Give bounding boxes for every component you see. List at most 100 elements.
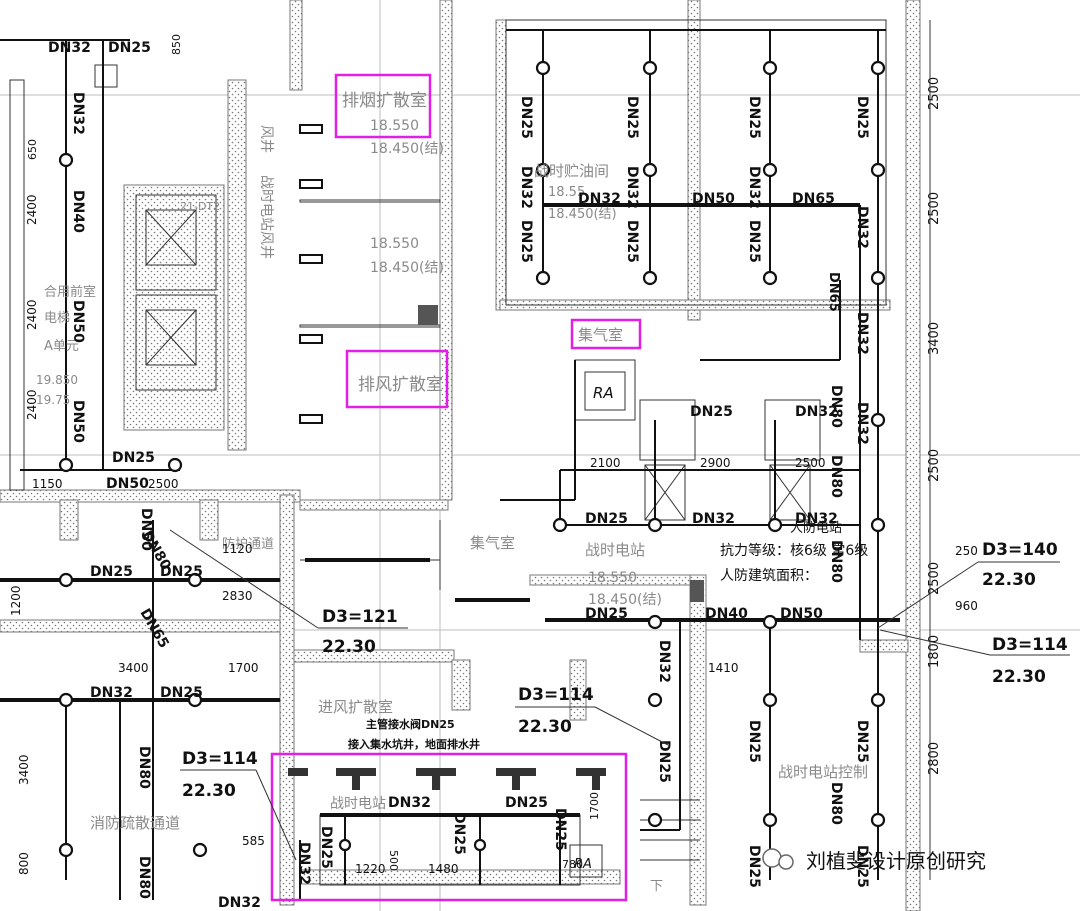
dim-label: 2400 bbox=[25, 194, 39, 225]
dim-label: 2500 bbox=[927, 562, 942, 595]
riser bbox=[167, 457, 183, 473]
dim-label: 250 bbox=[955, 544, 978, 558]
watermark: 刘植斐设计原创研究 bbox=[762, 848, 986, 873]
riser bbox=[535, 162, 551, 178]
riser bbox=[762, 270, 778, 286]
riser bbox=[870, 162, 886, 178]
riser bbox=[870, 60, 886, 76]
riser bbox=[647, 614, 663, 630]
pipe-label: DN25 bbox=[518, 96, 534, 139]
pipe-label: DN25 bbox=[854, 96, 870, 139]
pipe-label: DN32 bbox=[90, 685, 133, 701]
pipe-label: DN80 bbox=[828, 540, 844, 583]
drain-note: 主管接水阀DN25 接入集水坑井，地面排水井 bbox=[348, 717, 480, 751]
fresh-air-stubs bbox=[288, 768, 606, 790]
dim-label: 2100 bbox=[590, 456, 621, 470]
pipe-label: DN32 bbox=[795, 404, 838, 420]
pipe-label: DN32 bbox=[578, 191, 621, 207]
riser bbox=[870, 692, 886, 708]
callout-elev: 22.30 bbox=[322, 637, 376, 657]
riser bbox=[535, 270, 551, 286]
callout-d3: D3=140 bbox=[982, 540, 1058, 560]
riser bbox=[58, 692, 74, 708]
dim-label: 2500 bbox=[795, 456, 826, 470]
callout-elev: 22.30 bbox=[182, 781, 236, 801]
dim-label: 2500 bbox=[927, 449, 942, 482]
note-line-1: 主管接水阀DN25 bbox=[366, 717, 455, 731]
riser bbox=[642, 60, 658, 76]
elevator-shafts bbox=[135, 194, 217, 391]
elevator-label-3: 电梯 bbox=[44, 311, 70, 326]
pipe-label: DN25 bbox=[585, 606, 628, 622]
callout-d3: D3=114 bbox=[182, 749, 258, 769]
pipe-label: DN32 bbox=[48, 40, 91, 56]
dim-label: 3400 bbox=[17, 754, 31, 785]
pipe-label: DN65 bbox=[792, 191, 835, 207]
ra-label-bottom: RA bbox=[574, 857, 592, 872]
dim-label: 3400 bbox=[927, 322, 942, 355]
pipe-label: DN25 bbox=[160, 685, 203, 701]
dim-label: 2500 bbox=[927, 192, 942, 225]
elevator-label-1: 21-DT2 bbox=[180, 200, 220, 213]
ra-equipment: RA RA bbox=[569, 371, 626, 878]
room-war-power-station: 战时电站 bbox=[585, 541, 645, 559]
pipe-label: DN80 bbox=[828, 385, 844, 428]
pipe-label: DN25 bbox=[746, 220, 762, 263]
dim-label: 2400 bbox=[25, 389, 39, 420]
elev-fuel-top: 18.55 bbox=[548, 185, 585, 200]
riser bbox=[552, 517, 568, 533]
highlight-exhaust-room bbox=[345, 349, 449, 409]
riser bbox=[58, 572, 74, 588]
room-gas-collection-mid: 集气室 bbox=[470, 534, 515, 552]
pipe-label: DN25 bbox=[505, 795, 548, 811]
pipe-label: DN25 bbox=[90, 564, 133, 580]
pipe-label: DN25 bbox=[624, 96, 640, 139]
civil-defense-info: 人防电站 抗力等级：核6级 常6级 人防建筑面积： bbox=[720, 520, 868, 584]
pipe-label: DN25 bbox=[656, 740, 672, 783]
pipe-label: DN25 bbox=[746, 96, 762, 139]
pipe-label: DN32 bbox=[795, 511, 838, 527]
pipe-label: DN25 bbox=[624, 220, 640, 263]
dim-label: 2400 bbox=[25, 299, 39, 330]
riser bbox=[647, 692, 663, 708]
riser bbox=[870, 412, 886, 428]
riser bbox=[473, 838, 487, 852]
riser bbox=[535, 60, 551, 76]
dim-label: 585 bbox=[242, 834, 265, 848]
riser bbox=[870, 517, 886, 533]
pipe-labels: DN32 DN25 DN32 DN50 DN65 DN25 DN32 DN25 … bbox=[48, 40, 838, 911]
pipe-label: DN25 bbox=[451, 812, 467, 855]
dim-label: 1700 bbox=[588, 792, 601, 820]
pipe-label: DN25 bbox=[854, 845, 870, 888]
watermark-text: 刘植斐设计原创研究 bbox=[806, 849, 986, 873]
riser bbox=[338, 838, 352, 852]
pipe-label: DN40 bbox=[70, 190, 86, 233]
equipment-boxes bbox=[94, 64, 821, 521]
riser bbox=[767, 517, 783, 533]
pipe-label: DN50 bbox=[106, 476, 149, 492]
room-stair: 下 bbox=[650, 879, 663, 894]
room-passage: 防护通道 bbox=[222, 536, 274, 552]
dim-label: 3400 bbox=[118, 661, 149, 675]
highlight-boxes bbox=[270, 73, 642, 902]
dim-label: 1410 bbox=[708, 661, 739, 675]
pipe-label: DN32 bbox=[388, 795, 431, 811]
highlight-smoke-room bbox=[334, 73, 432, 139]
dim-label: 800 bbox=[17, 852, 31, 875]
pipe-label: DN80 bbox=[828, 455, 844, 498]
pipe-label: DN65 bbox=[826, 272, 841, 312]
riser bbox=[762, 812, 778, 828]
riser bbox=[642, 162, 658, 178]
riser bbox=[762, 692, 778, 708]
dim-label: 1800 bbox=[927, 635, 942, 668]
riser bbox=[647, 517, 663, 533]
elevator-label-2: 合用前室 bbox=[44, 284, 96, 300]
room-war-station-bottom: 战时电站 bbox=[330, 796, 386, 812]
riser bbox=[647, 812, 663, 828]
riser bbox=[58, 457, 74, 473]
callout-d3: D3=121 bbox=[322, 607, 398, 627]
highlight-gas-room bbox=[570, 318, 642, 350]
riser bbox=[187, 692, 203, 708]
riser bbox=[762, 60, 778, 76]
